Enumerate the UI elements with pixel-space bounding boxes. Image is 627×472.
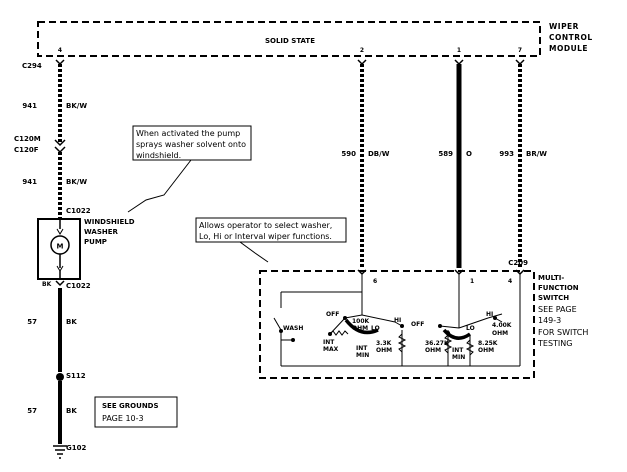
splice-s112-label: S112 [66, 372, 86, 380]
switch-see-page-4: TESTING [537, 339, 572, 348]
wiper-module-box [37, 21, 541, 57]
module-title-2: CONTROL [549, 33, 593, 42]
right-int-min-2: MIN [452, 354, 465, 361]
connector-c120 [54, 139, 66, 154]
right-r3-line1: 8.25K [478, 340, 498, 347]
left-mid-color: BK/W [66, 178, 87, 186]
left-wiper-arc [344, 318, 379, 335]
left-int-max-2: MAX [323, 346, 339, 353]
pump-callout-1: When activated the pump [136, 129, 240, 138]
left-off-label: OFF [326, 311, 339, 318]
grounds-note-box [94, 396, 178, 428]
connector-c1022-bottom-label: C1022 [66, 282, 91, 290]
module-label: SOLID STATE [265, 37, 315, 45]
wire-993-color: BR/W [526, 150, 547, 158]
module-pin-2: 2 [360, 47, 364, 54]
module-pin-4: 4 [58, 47, 62, 54]
left-r2-line1: 3.3K [376, 340, 392, 347]
left-low-color: BK [66, 318, 77, 326]
ground-g102-icon [53, 445, 67, 459]
pump-title-3: PUMP [84, 238, 107, 246]
switch-title-1: MULTI- [538, 274, 564, 282]
switch-pin-1: 1 [470, 278, 474, 285]
left-r1-line1: 100K [352, 318, 370, 325]
ground-g102-label: G102 [66, 444, 86, 452]
left-bot-circuit: 57 [27, 407, 37, 415]
pump-motor-label: M [57, 243, 64, 251]
splice-s112-dot [56, 373, 64, 381]
right-r1-line2: OHM [492, 330, 508, 337]
grounds-note-2: PAGE 10-3 [102, 414, 144, 423]
pump-callout-3: windshield. [136, 151, 181, 160]
pump-title-2: WASHER [84, 228, 119, 236]
module-pin-1: 1 [457, 47, 461, 54]
switch-see-page-3: FOR SWITCH [538, 328, 588, 337]
washer-pump-box [37, 218, 81, 280]
pump-callout-box [132, 125, 252, 161]
grounds-note-1: SEE GROUNDS [102, 402, 159, 410]
module-pin-arrows [55, 59, 525, 66]
right-wiper-arc [442, 328, 472, 340]
left-hi-label: HI [394, 317, 401, 324]
right-hi-label: HI [486, 311, 493, 318]
right-int-min-1: INT [452, 347, 464, 354]
switch-callout-leader [239, 241, 269, 263]
left-top-circuit: 941 [22, 102, 37, 110]
connector-c1022-top-label: C1022 [66, 207, 91, 215]
switch-callout-box [195, 217, 347, 243]
wire-993-circuit: 993 [499, 150, 514, 158]
wire-590-circuit: 590 [341, 150, 356, 158]
left-bot-color: BK [66, 407, 77, 415]
switch-title-2: FUNCTION [538, 284, 579, 292]
switch-see-page-1: SEE PAGE [538, 305, 577, 314]
pump-title-1: WINDSHIELD [84, 218, 135, 226]
left-top-color: BK/W [66, 102, 87, 110]
left-int-min-1: INT [356, 345, 368, 352]
connector-c294-label: C294 [22, 62, 42, 70]
right-r3-line2: OHM [478, 347, 494, 354]
connector-c120m-label: C120M [14, 135, 41, 143]
switch-internal-wiring [273, 274, 521, 367]
right-r2-line1: 36.27K [425, 340, 449, 347]
switch-see-page-2: 149-3 [538, 316, 561, 325]
pump-bottom-pin: BK [42, 281, 52, 288]
connector-c209-label: C209 [508, 259, 528, 267]
switch-wash-label: WASH [283, 325, 303, 332]
pump-callout-leader [127, 159, 192, 213]
wire-590-color: DB/W [368, 150, 390, 158]
left-int-min-2: MIN [356, 352, 369, 359]
module-title-3: MODULE [549, 44, 588, 53]
switch-callout-1: Allows operator to select washer, [199, 221, 332, 230]
connector-c120f-label: C120F [14, 146, 39, 154]
switch-title-3: SWITCH [538, 294, 569, 302]
module-pin-7: 7 [518, 47, 522, 54]
switch-pin-6: 6 [373, 278, 377, 285]
left-r2-line2: OHM [376, 347, 392, 354]
left-mid-circuit: 941 [22, 178, 37, 186]
wire-589-color: O [466, 150, 472, 158]
left-low-circuit: 57 [27, 318, 37, 326]
right-lo-label: LO [466, 325, 475, 332]
switch-callout-2: Lo, Hi or Interval wiper functions. [199, 232, 332, 241]
right-off-label: OFF [411, 321, 424, 328]
module-title-1: WIPER [549, 22, 579, 31]
right-r2-line2: OHM [425, 347, 441, 354]
multifunction-switch-box [259, 270, 535, 379]
left-lo-label: LO [371, 325, 380, 332]
right-r1-line1: 4.00K [492, 322, 512, 329]
wire-589-circuit: 589 [438, 150, 453, 158]
left-r1-line2: OHM [352, 325, 368, 332]
pump-callout-2: sprays washer solvent onto [136, 140, 246, 149]
left-int-max-1: INT [323, 339, 335, 346]
switch-pin-4: 4 [508, 278, 512, 285]
